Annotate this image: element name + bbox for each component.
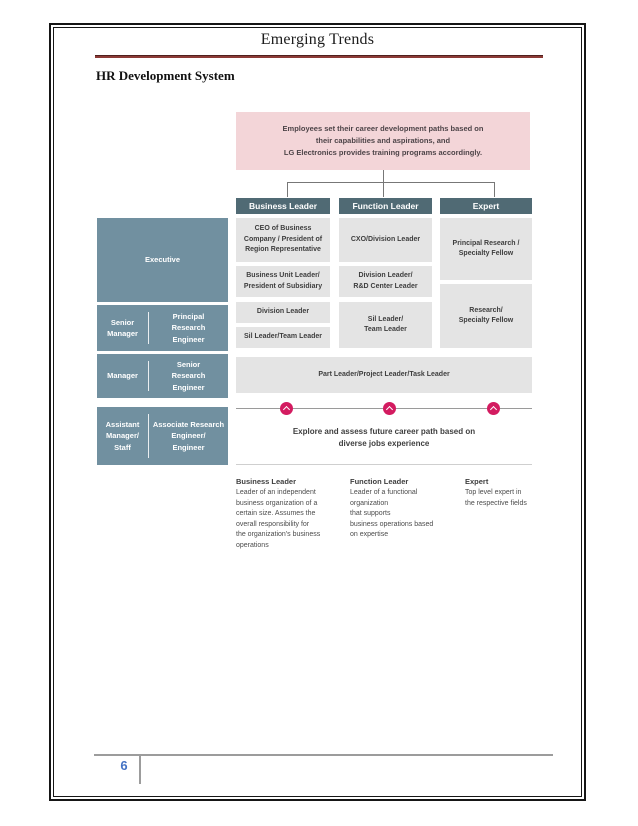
legend-description: Top level expert in the respective field… xyxy=(465,489,527,507)
milestone-circle xyxy=(280,402,293,415)
business-cell-unit-leader: Business Unit Leader/ President of Subsi… xyxy=(236,266,330,297)
milestone-circle xyxy=(383,402,396,415)
page-border-inner xyxy=(53,27,582,797)
legend-description: Leader of a functional organization that… xyxy=(350,489,434,539)
legend-divider xyxy=(236,464,532,465)
chevron-up-icon xyxy=(385,405,394,414)
footer-rule xyxy=(94,754,553,756)
level-assistant-research: Associate Research Engineer/ Engineer xyxy=(152,420,225,452)
level-senior-manager-grade: Senior Manager xyxy=(107,317,138,338)
function-cell-division-leader: Division Leader/ R&D Center Leader xyxy=(339,266,432,297)
level-assistant-manager: Assistant Manager/ Staff Associate Resea… xyxy=(97,407,228,465)
connector-drop-right xyxy=(494,182,495,197)
milestone-circle xyxy=(487,402,500,415)
business-cell-division-leader: Division Leader xyxy=(236,302,330,323)
business-cell-ceo: CEO of Business Company / President of R… xyxy=(236,218,330,262)
connector-bracket xyxy=(287,182,494,183)
chevron-up-icon xyxy=(489,405,498,414)
shared-cell-part-leader: Part Leader/Project Leader/Task Leader xyxy=(236,357,532,393)
footer-accent-bar xyxy=(139,756,141,784)
legend-function-leader: Function Leader Leader of a functional o… xyxy=(350,476,460,541)
chevron-up-icon xyxy=(282,405,291,414)
legend-expert: Expert Top level expert in the respectiv… xyxy=(465,476,545,509)
function-cell-cxo: CXO/Division Leader xyxy=(339,218,432,262)
track-header-expert: Expert xyxy=(440,198,532,214)
level-divider xyxy=(148,361,149,391)
expert-cell-research: Research/ Specialty Fellow xyxy=(440,284,532,348)
track-header-business-leader: Business Leader xyxy=(236,198,330,214)
level-manager-research: Senior Research Engineer xyxy=(171,360,206,392)
level-divider xyxy=(148,414,149,458)
page-border xyxy=(49,23,586,801)
function-cell-sil-leader: Sil Leader/ Team Leader xyxy=(339,302,432,348)
expert-cell-principal-research: Principal Research / Specialty Fellow xyxy=(440,218,532,280)
document-header-title: Emerging Trends xyxy=(260,31,375,48)
level-senior-manager: Senior Manager Principal Research Engine… xyxy=(97,305,228,351)
level-senior-manager-research: Principal Research Engineer xyxy=(171,312,206,344)
level-manager-grade: Manager xyxy=(107,371,138,381)
connector-drop-left xyxy=(287,182,288,197)
legend-business-leader: Business Leader Leader of an independent… xyxy=(236,476,344,551)
legend-title: Business Leader xyxy=(236,477,297,486)
section-title: HR Development System xyxy=(96,68,235,83)
connector-drop-center xyxy=(383,182,384,197)
track-header-function-leader: Function Leader xyxy=(339,198,432,214)
explore-note: Explore and assess future career path ba… xyxy=(292,427,476,448)
level-executive: Executive xyxy=(97,218,228,302)
legend-description: Leader of an independent business organi… xyxy=(236,489,321,549)
intro-statement-box: Employees set their career development p… xyxy=(236,112,530,170)
connector-stem xyxy=(383,170,384,182)
page-number: 6 xyxy=(120,758,128,773)
legend-title: Expert xyxy=(465,477,489,486)
header-rule xyxy=(95,55,543,58)
business-cell-sil-leader: Sil Leader/Team Leader xyxy=(236,327,330,348)
level-divider xyxy=(148,312,149,344)
level-assistant-grade: Assistant Manager/ Staff xyxy=(105,420,140,452)
level-manager: Manager Senior Research Engineer xyxy=(97,354,228,398)
legend-title: Function Leader xyxy=(350,477,409,486)
